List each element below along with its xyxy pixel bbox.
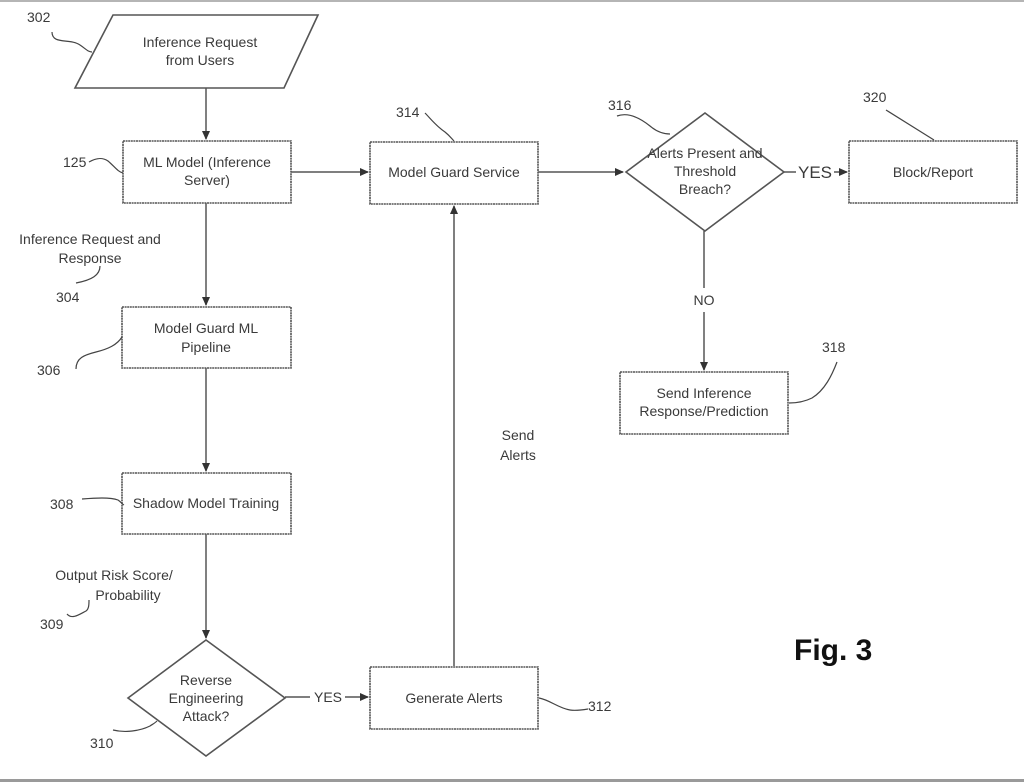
- node-shadow-training: [121, 472, 292, 535]
- node-threshold-decision-line2: Threshold: [674, 163, 736, 179]
- node-reverse-attack-line2: Engineering: [169, 690, 244, 706]
- node-ml-model: [122, 140, 292, 204]
- ref-312: 312: [588, 698, 612, 714]
- annotation-req-resp-line1: Inference Request and: [19, 231, 161, 247]
- leader-312: [538, 697, 589, 712]
- node-generate-alerts-line1: Generate Alerts: [405, 690, 502, 706]
- node-ml-model-line2: Server): [184, 172, 230, 188]
- node-send-response-line2: Response/Prediction: [639, 403, 768, 419]
- node-guard-service: [369, 141, 539, 205]
- ref-302: 302: [27, 9, 51, 25]
- leader-310: [112, 720, 158, 732]
- ref-125: 125: [63, 154, 87, 170]
- ref-314: 314: [396, 104, 420, 120]
- leader-320: [885, 109, 935, 141]
- leader-308: [81, 497, 125, 506]
- ref-316: 316: [608, 97, 632, 113]
- node-shadow-training-line1: Shadow Model Training: [133, 495, 279, 511]
- leader-125: [88, 157, 124, 174]
- ref-309: 309: [40, 616, 64, 632]
- annotation-send-alerts-line2: Alerts: [500, 447, 536, 463]
- node-threshold-decision-line1: Alerts Present and: [647, 145, 762, 161]
- node-generate-alerts: [369, 666, 539, 730]
- leader-316: [616, 114, 671, 135]
- leader-302: [51, 31, 93, 53]
- node-inference-request-line2: from Users: [166, 52, 234, 68]
- node-guard-pipeline-line2: Pipeline: [181, 339, 231, 355]
- leader-314: [424, 112, 455, 142]
- annotation-risk-score-line2: Probability: [95, 587, 160, 603]
- annotation-req-resp-line2: Response: [58, 250, 121, 266]
- ref-306: 306: [37, 362, 61, 378]
- node-guard-service-line1: Model Guard Service: [388, 164, 520, 180]
- node-block-report: [848, 140, 1018, 204]
- figure-caption: Fig. 3: [794, 634, 872, 667]
- node-send-response-line1: Send Inference: [657, 385, 752, 401]
- ref-318: 318: [822, 339, 846, 355]
- node-guard-pipeline-line1: Model Guard ML: [154, 320, 258, 336]
- top-border: [0, 0, 1024, 2]
- ref-308: 308: [50, 496, 74, 512]
- leader-306: [75, 336, 123, 370]
- node-ml-model-line1: ML Model (Inference: [143, 154, 271, 170]
- node-block-report-line1: Block/Report: [893, 164, 973, 180]
- node-send-response: [619, 371, 789, 435]
- leader-304: [75, 265, 101, 284]
- node-threshold-decision-line3: Breach?: [679, 181, 731, 197]
- annotation-send-alerts-line1: Send: [502, 427, 535, 443]
- bottom-border: [0, 779, 1024, 782]
- node-reverse-attack-line3: Attack?: [183, 708, 230, 724]
- annotation-risk-score-line1: Output Risk Score/: [55, 567, 173, 583]
- ref-320: 320: [863, 89, 887, 105]
- edge-label-threshold-no: NO: [694, 292, 715, 308]
- node-guard-pipeline: [121, 306, 292, 369]
- leader-318: [788, 361, 838, 404]
- node-inference-request: [73, 14, 320, 89]
- node-threshold-decision: [624, 112, 786, 232]
- node-inference-request-line1: Inference Request: [143, 34, 258, 50]
- ref-310: 310: [90, 735, 114, 751]
- node-reverse-attack: [126, 639, 287, 757]
- edge-label-threshold-yes: YES: [798, 163, 832, 182]
- edge-label-attack-yes: YES: [314, 689, 342, 705]
- node-reverse-attack-line1: Reverse: [180, 672, 232, 688]
- ref-304-text: 304: [56, 289, 80, 305]
- leader-309: [66, 599, 90, 618]
